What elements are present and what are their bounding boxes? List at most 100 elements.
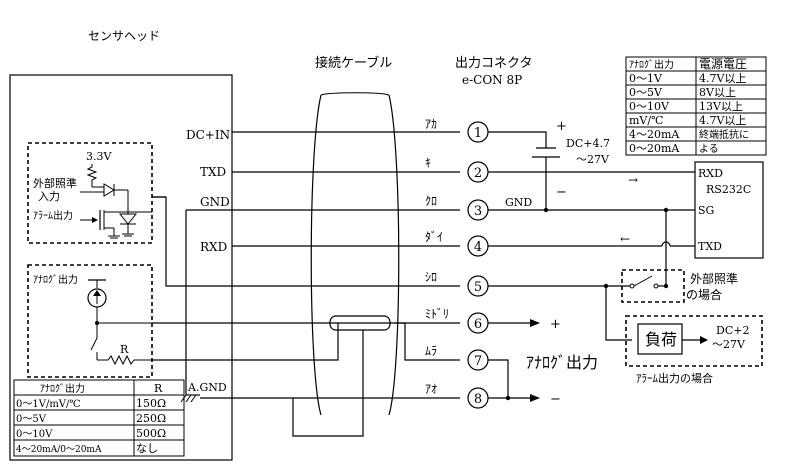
pin-color-label: ﾐﾄﾞﾘ bbox=[425, 307, 449, 321]
analog-circuit-block bbox=[27, 264, 153, 378]
voltage-table-cell: 0～20mA bbox=[629, 142, 680, 155]
pin-number: 5 bbox=[474, 280, 482, 295]
agnd-label: A.GND bbox=[187, 381, 227, 394]
connector-title: 出力コネクタ bbox=[455, 56, 532, 71]
pin-number: 1 bbox=[474, 126, 482, 141]
load-supply-1: DC+2 bbox=[716, 324, 749, 337]
resistor-table-header-2: R bbox=[154, 382, 163, 395]
ext-trigger-switch-icon bbox=[633, 275, 653, 287]
rxd-label: RXD bbox=[200, 240, 227, 254]
analog-source-label: ｱﾅﾛｸﾞ出力 bbox=[33, 273, 78, 286]
pin-number: 7 bbox=[474, 354, 482, 369]
pin-number: 8 bbox=[474, 392, 482, 407]
power-label-2: ～27V bbox=[576, 153, 610, 166]
txd-label: TXD bbox=[200, 165, 226, 179]
resistor-table-cell: なし bbox=[136, 442, 158, 455]
ext-trigger-block bbox=[621, 269, 685, 303]
signal-wires bbox=[152, 131, 460, 437]
voltage-table-header-2: 電源電圧 bbox=[699, 57, 747, 71]
pin-4: ﾀﾞｲ 4 bbox=[425, 230, 489, 257]
resistor-table-cell: 500Ω bbox=[136, 427, 166, 440]
pin-2: ｷ 2 bbox=[425, 156, 489, 183]
ext-trigger-case-2: の場合 bbox=[686, 287, 722, 302]
rs232c-txd: TXD bbox=[698, 240, 722, 253]
zener-icon bbox=[118, 213, 138, 225]
rs232c-rxd: RXD bbox=[698, 167, 723, 180]
voltage-table: ｱﾅﾛｸﾞ出力 電源電圧 0～1V 4.7V以上 0～5V 8V以上 0～10V… bbox=[625, 56, 767, 156]
pin-1: ｱｶ 1 bbox=[418, 117, 489, 143]
resistor-table-cell: 0～10V bbox=[16, 429, 53, 440]
voltage-table-header-1: ｱﾅﾛｸﾞ出力 bbox=[629, 58, 674, 71]
resistor-table-cell: 4～20mA/0～20mA bbox=[16, 445, 102, 455]
voltage-table-cell: 0～10V bbox=[629, 100, 670, 113]
txd-arrow: ← bbox=[620, 232, 630, 246]
pin-color-label: ﾀﾞｲ bbox=[425, 230, 443, 244]
power-plus: + bbox=[556, 119, 567, 134]
dc-in-label: DC+IN bbox=[186, 128, 230, 142]
power-label-1: DC+4.7 bbox=[566, 137, 610, 150]
voltage-table-cell: 終端抵抗に bbox=[699, 128, 749, 141]
pin-color-label: ｱｵ bbox=[425, 382, 437, 396]
voltage-table-cell: 4.7V以上 bbox=[699, 72, 746, 85]
pin-3: ｸﾛ 3 bbox=[425, 194, 489, 221]
pin-number: 2 bbox=[474, 166, 482, 181]
diode-icon bbox=[103, 183, 115, 197]
connector-model: e-CON 8P bbox=[462, 73, 522, 87]
resistor-table-cell: 0～5V bbox=[16, 414, 47, 425]
voltage-table-cell: 13V以上 bbox=[699, 100, 743, 113]
load-box bbox=[637, 323, 683, 355]
shunt-resistor-icon bbox=[97, 354, 152, 366]
pin-7: ﾑﾗ 7 bbox=[425, 344, 489, 371]
alarm-output-label: ｱﾗｰﾑ出力 bbox=[33, 209, 73, 222]
connector-pins: ｱｶ 1 ｷ 2 ｸﾛ 3 ﾀﾞｲ 4 ｼﾛ 5 ﾐﾄﾞﾘ 6 bbox=[418, 117, 489, 409]
rs232c-device: RXD RS232C SG TXD bbox=[694, 161, 764, 259]
sensor-head-box bbox=[9, 74, 233, 461]
load-supply-2: ～27V bbox=[712, 338, 746, 351]
v33-label: 3.3V bbox=[86, 150, 112, 163]
resistor-table-header-1: ｱﾅﾛｸﾞ出力 bbox=[40, 382, 85, 395]
range-switch-icon bbox=[90, 337, 98, 351]
pin-number: 4 bbox=[474, 240, 482, 255]
load-label: 負荷 bbox=[645, 330, 677, 349]
gnd-label: GND bbox=[200, 195, 230, 209]
rs232c-sg: SG bbox=[698, 204, 714, 217]
rs232c-title: RS232C bbox=[706, 183, 751, 196]
analog-output-label: ｱﾅﾛｸﾞ出力 bbox=[526, 353, 598, 372]
power-minus: − bbox=[556, 185, 567, 200]
pin-5: ｼﾛ 5 bbox=[425, 270, 489, 297]
ext-trigger-input-label-2: 入力 bbox=[38, 190, 60, 203]
alarm-case-label: ｱﾗｰﾑ出力の場合 bbox=[636, 371, 713, 385]
rxd-arrow: → bbox=[628, 173, 638, 187]
pin-color-label: ｱｶ bbox=[425, 117, 437, 131]
voltage-table-cell: 4.7V以上 bbox=[699, 114, 746, 127]
pullup-resistor-icon bbox=[86, 164, 98, 187]
voltage-table-cell: 8V以上 bbox=[699, 86, 736, 99]
sensor-head-title: センサヘッド bbox=[88, 29, 160, 43]
resistor-table-cell: 150Ω bbox=[136, 397, 166, 410]
voltage-table-cell: 0～5V bbox=[629, 86, 663, 99]
voltage-table-cell: 0～1V bbox=[629, 72, 663, 85]
voltage-table-cell: よる bbox=[699, 143, 719, 155]
ext-trigger-input-label-1: 外部照準 bbox=[33, 176, 77, 190]
pin-color-label: ｼﾛ bbox=[425, 270, 437, 284]
pin-6: ﾐﾄﾞﾘ 6 bbox=[425, 307, 489, 334]
cable-title: 接続ケーブル bbox=[315, 55, 392, 71]
gnd-line-label: GND bbox=[505, 196, 532, 209]
pin-color-label: ｷ bbox=[425, 156, 431, 170]
analog-out-minus: − bbox=[550, 392, 561, 407]
resistor-table-cell: 0～1V/mV/℃ bbox=[16, 399, 81, 410]
cable-shield bbox=[310, 92, 400, 416]
resistor-table-cell: 250Ω bbox=[136, 412, 166, 425]
analog-out-plus: + bbox=[550, 317, 561, 332]
voltage-table-cell: mV/℃ bbox=[629, 114, 663, 127]
ext-trigger-case-1: 外部照準 bbox=[690, 271, 738, 286]
resistor-table: ｱﾅﾛｸﾞ出力 R 0～1V/mV/℃ 150Ω 0～5V 250Ω 0～10V… bbox=[13, 379, 185, 457]
pin-number: 3 bbox=[474, 204, 482, 219]
pin-number: 6 bbox=[474, 317, 482, 332]
pin-8: ｱｵ 8 bbox=[425, 382, 489, 409]
voltage-table-cell: 4～20mA bbox=[629, 128, 680, 141]
pin-color-label: ﾑﾗ bbox=[425, 344, 437, 358]
pin-color-label: ｸﾛ bbox=[425, 194, 437, 208]
alarm-load-block bbox=[625, 315, 763, 367]
